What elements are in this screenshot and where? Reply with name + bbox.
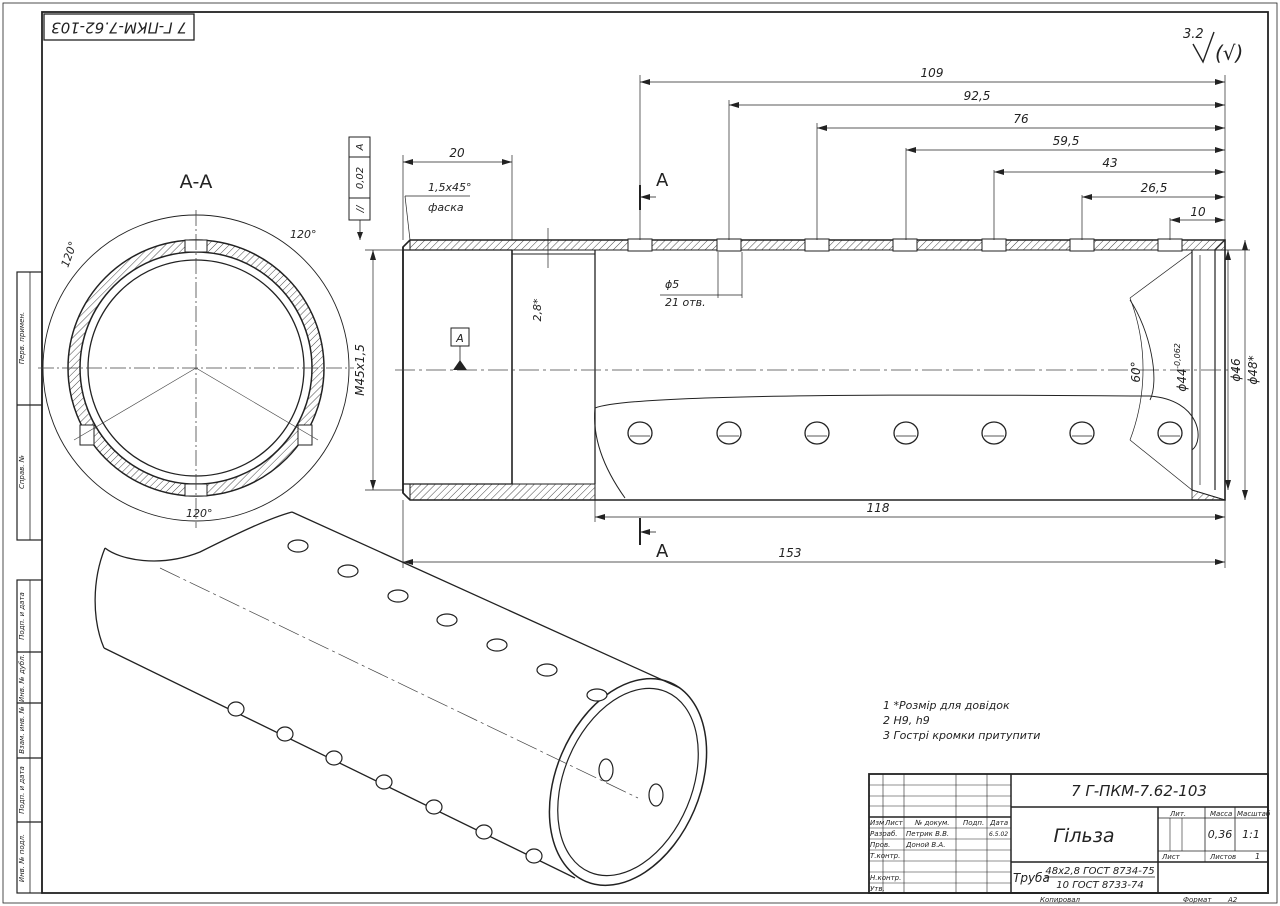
section-cut-markers: А А xyxy=(639,170,669,562)
row-role-norm: Н.контр. xyxy=(870,874,901,882)
angle-label-left: 120° xyxy=(59,240,80,269)
cut-letter-bottom: А xyxy=(656,541,669,562)
row-role-developer: Разраб. xyxy=(870,830,898,838)
col-izm: Изм xyxy=(870,819,885,827)
isometric-view xyxy=(94,511,708,887)
angle-label-top-right: 120° xyxy=(290,228,317,241)
format-label: Формат xyxy=(1183,896,1212,904)
mass-value: 0,36 xyxy=(1208,828,1233,841)
dim-chamfer: 1,5х45° xyxy=(428,181,472,194)
section-label: А-А xyxy=(180,171,213,193)
sheets-value: 1 xyxy=(1255,852,1260,861)
angle-label-bottom: 120° xyxy=(186,507,213,520)
roughness-suffix: (√) xyxy=(1215,41,1243,65)
row-role-tech: Т.контр. xyxy=(870,852,900,860)
tolerance-frame: А 0,02 // xyxy=(348,136,371,240)
copied-label: Копировал xyxy=(1040,896,1081,904)
dim-59-5: 59,5 xyxy=(1053,134,1080,148)
dim-153: 153 xyxy=(779,546,802,560)
dim-chamfer-note: фаска xyxy=(428,201,464,214)
roughness-symbol: 3.2 (√) xyxy=(1183,27,1243,65)
roughness-value: 3.2 xyxy=(1183,27,1204,42)
rotated-number-box xyxy=(43,13,195,41)
rotated-drawing-number: 7 Г-ПКМ-7.62-103 xyxy=(51,19,187,37)
dim-cone-angle: 60° xyxy=(1129,361,1143,382)
section-view: А-А 120° 120° 120° xyxy=(38,171,354,528)
dim-thread: М45х1,5 xyxy=(353,344,367,396)
dim-hole-count: 21 отв. xyxy=(665,296,706,309)
dim-26-5: 26,5 xyxy=(1141,181,1168,195)
dim-outer-48: ϕ48* xyxy=(1246,355,1260,384)
scale-value: 1:1 xyxy=(1242,828,1260,841)
material-prefix: Труба xyxy=(1013,871,1050,885)
cut-letter-top: А xyxy=(656,170,669,191)
dimensions xyxy=(365,75,1250,568)
title-part-name: Гільза xyxy=(1054,825,1115,847)
material-top: 48х2,8 ГОСТ 8734-75 xyxy=(1045,866,1154,877)
scale-label: Масштаб xyxy=(1237,810,1271,818)
sheets-label: Листов xyxy=(1209,853,1236,861)
strip-label-orig: Инв. № подл. xyxy=(18,834,26,882)
mass-label: Масса xyxy=(1210,810,1232,818)
tol-datum: А xyxy=(355,143,366,151)
strip-label-sign-date-2: Подп. и дата xyxy=(18,766,26,814)
dim-109: 109 xyxy=(921,66,944,80)
col-list: Лист xyxy=(884,819,904,827)
datum-letter: А xyxy=(455,332,464,345)
col-sign: Подп. xyxy=(963,819,984,827)
main-view xyxy=(395,238,1240,501)
title-doc-number: 7 Г-ПКМ-7.62-103 xyxy=(1071,782,1207,800)
sheet-label: Лист xyxy=(1161,853,1181,861)
dim-bore-dia: ϕ44 xyxy=(1175,368,1189,391)
strip-label-first-use: Перв. примен. xyxy=(18,312,26,365)
note-1: 1 *Розмір для довідок xyxy=(883,699,1010,712)
strip-label-sign-date-1: Подп. и дата xyxy=(18,592,26,640)
dim-76: 76 xyxy=(1013,112,1029,126)
tol-symbol: // xyxy=(355,204,366,213)
col-doc: № докум. xyxy=(914,819,950,827)
dimension-arrows xyxy=(370,79,1248,565)
dim-10: 10 xyxy=(1190,205,1206,219)
material-bottom: 10 ГОСТ 8733-74 xyxy=(1056,880,1143,891)
tol-value: 0,02 xyxy=(355,167,366,189)
title-block: Изм Лист № докум. Подп. Дата Разраб. Пет… xyxy=(868,773,1271,904)
note-2: 2 H9, h9 xyxy=(883,714,930,727)
dim-bore-tol: -0,062 xyxy=(1173,343,1182,369)
dim-20: 20 xyxy=(449,146,465,160)
technical-notes: 1 *Розмір для довідок 2 H9, h9 3 Гострі … xyxy=(883,699,1040,742)
dim-43: 43 xyxy=(1102,156,1117,170)
dim-wall: 2,8* xyxy=(531,298,544,321)
datum-marker: А xyxy=(450,327,470,370)
note-3: 3 Гострі кромки притупити xyxy=(883,729,1040,742)
strip-label-dup: Инв. № дубл. xyxy=(18,654,26,702)
dimension-texts: 109 92,5 76 59,5 43 26,5 10 20 1,5х45° ф… xyxy=(353,66,1260,560)
row-name-developer: Петрик В.В. xyxy=(906,830,949,838)
format-value: А2 xyxy=(1227,896,1238,904)
strip-label-ref: Справ. № xyxy=(18,455,26,489)
left-strip: Перв. примен. Справ. № Подп. и дата Инв.… xyxy=(16,271,43,894)
dim-118: 118 xyxy=(867,501,890,515)
row-role-approve: Утв. xyxy=(870,885,885,893)
row-role-checker: Пров. xyxy=(870,841,890,849)
dim-92-5: 92,5 xyxy=(964,89,991,103)
strip-label-replace: Взам. инв. № xyxy=(18,706,26,754)
row-name-checker: Доной В.А. xyxy=(905,841,945,849)
inner-frame xyxy=(41,11,1269,894)
dim-outer-46: ϕ46 xyxy=(1229,358,1243,382)
col-date: Дата xyxy=(989,819,1008,827)
row-date-developer: 6.5.02 xyxy=(989,831,1008,838)
lit-label: Лит. xyxy=(1169,810,1186,818)
dim-hole-dia: ϕ5 xyxy=(665,278,679,291)
